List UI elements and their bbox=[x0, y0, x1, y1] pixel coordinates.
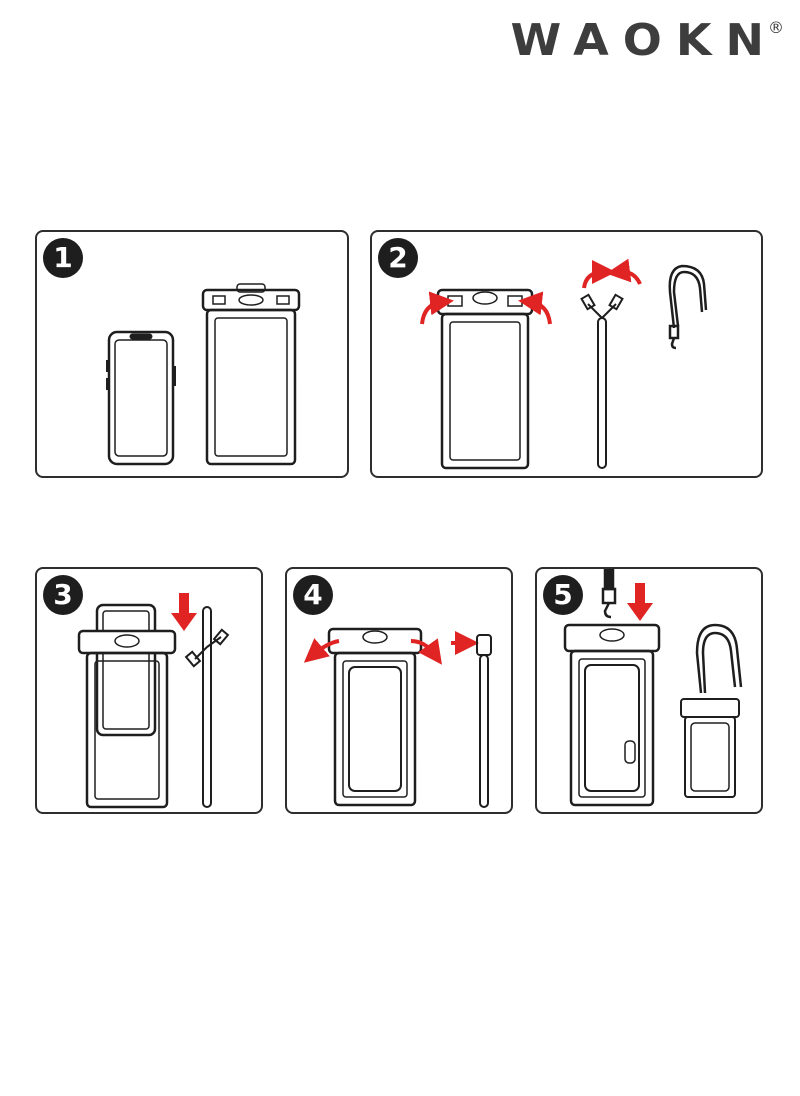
lanyard-icon bbox=[695, 623, 743, 694]
step-badge-1: 1 bbox=[43, 238, 83, 278]
registered-mark: ® bbox=[768, 18, 784, 37]
waterproof-pouch-icon bbox=[436, 288, 534, 470]
step-2-panel: 2 bbox=[370, 230, 763, 478]
step-3-panel: 3 bbox=[35, 567, 263, 814]
phone-icon bbox=[106, 330, 176, 466]
down-arrow-icon bbox=[171, 593, 197, 631]
curved-arrow-icon bbox=[303, 631, 479, 665]
step-1-panel: 1 bbox=[35, 230, 349, 478]
waterproof-pouch-icon bbox=[327, 627, 423, 807]
waterproof-pouch-icon bbox=[77, 629, 177, 809]
lanyard-icon bbox=[580, 293, 624, 469]
waterproof-pouch-icon bbox=[201, 283, 301, 466]
step-4-panel: 4 bbox=[285, 567, 513, 814]
lanyard-icon bbox=[476, 634, 492, 808]
lanyard-icon bbox=[668, 264, 708, 350]
step-badge-2: 2 bbox=[378, 238, 418, 278]
phone-icon bbox=[95, 603, 157, 737]
curved-arrow-icon bbox=[420, 258, 642, 325]
step-badge-4: 4 bbox=[293, 575, 333, 615]
step-badge-5: 5 bbox=[543, 575, 583, 615]
clip-icon bbox=[601, 569, 617, 619]
step-badge-3: 3 bbox=[43, 575, 83, 615]
lanyard-icon bbox=[184, 606, 230, 808]
brand-name: WAOKN bbox=[510, 14, 778, 66]
brand-logo: WAOKN ® bbox=[510, 10, 784, 70]
step-5-panel: 5 bbox=[535, 567, 763, 814]
waterproof-pouch-icon bbox=[680, 698, 740, 798]
waterproof-pouch-icon bbox=[563, 623, 661, 807]
down-arrow-icon bbox=[627, 583, 653, 621]
